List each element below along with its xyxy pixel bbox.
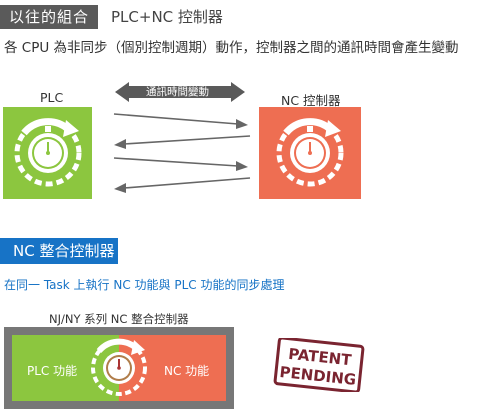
section-title-old: PLC+NC 控制器 xyxy=(111,8,223,26)
communication-arrows xyxy=(113,113,251,193)
sync-variation-label: 通訊時間變動 xyxy=(146,86,209,98)
nc-function-label: NC 功能 xyxy=(164,364,210,378)
plc-box xyxy=(3,107,92,199)
plc-function-label: PLC 功能 xyxy=(27,364,78,378)
nc-box xyxy=(259,107,361,199)
sync-variation-double-arrow xyxy=(115,82,245,102)
old-description: 各 CPU 為非同步（個別控制週期）動作，控制器之間的通訊時間會產生變動 xyxy=(4,40,459,56)
nc-label: NC 控制器 xyxy=(281,93,341,108)
shared-cycle-timer-icon xyxy=(91,338,147,396)
plc-label: PLC xyxy=(40,90,64,105)
patent-pending-stamp: PATENT PENDING xyxy=(272,336,366,394)
section-tag-new: NC 整合控制器 xyxy=(0,238,118,264)
combo-title: NJ/NY 系列 NC 整合控制器 xyxy=(49,312,189,326)
section-tag-old: 以往的組合 xyxy=(0,5,98,29)
new-description: 在同一 Task 上執行 NC 功能與 PLC 功能的同步處理 xyxy=(4,278,285,292)
cycle-timer-icon xyxy=(276,118,344,187)
cycle-timer-icon xyxy=(14,118,82,187)
